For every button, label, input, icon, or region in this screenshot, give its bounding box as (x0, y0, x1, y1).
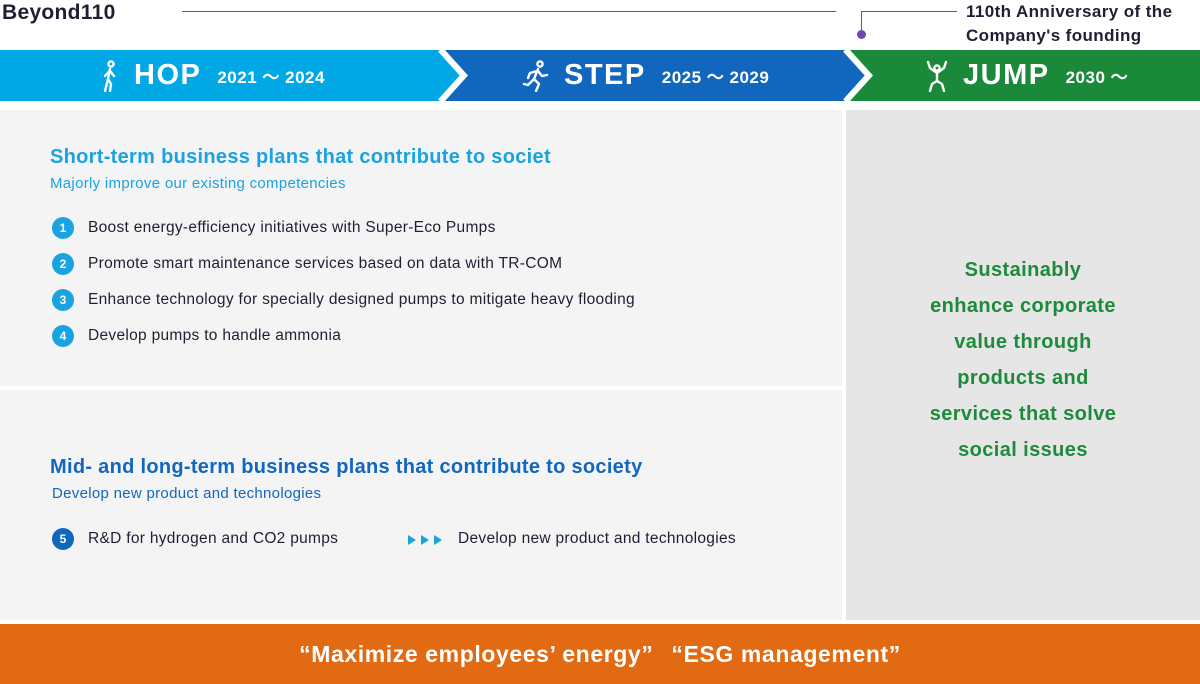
jumping-person-icon (925, 60, 949, 92)
anniversary-label: 110th Anniversary of the Company's found… (966, 0, 1172, 48)
number-badge: 2 (52, 253, 74, 275)
short-term-item-2: 2 Promote smart maintenance services bas… (52, 252, 562, 276)
number-badge: 1 (52, 217, 74, 239)
anniversary-line-1: 110th Anniversary of the (966, 2, 1173, 21)
jump-arrow (850, 50, 1200, 101)
mid-long-term-item-5: 5 R&D for hydrogen and CO2 pumps (52, 527, 338, 551)
step-arrow (445, 50, 868, 101)
walking-person-icon (100, 59, 120, 92)
jump-goal-text: Sustainably enhance corporate value thro… (846, 252, 1200, 468)
number-badge: 3 (52, 289, 74, 311)
short-term-panel (0, 110, 842, 386)
anniversary-marker (857, 30, 866, 39)
jump-goal-line: enhance corporate (930, 295, 1116, 317)
jump-goal-panel (846, 110, 1200, 620)
short-term-item-text: Develop pumps to handle ammonia (88, 327, 342, 344)
anniversary-connector (861, 11, 957, 12)
phase-banner: HOP 2021 ～ 2024 STEP 2025 ～ 2029 JUMP 20… (0, 50, 1200, 101)
short-term-item-text: Promote smart maintenance services based… (88, 255, 563, 272)
mid-long-term-subtitle: Develop new product and technologies (52, 485, 322, 502)
mid-long-term-title: Mid- and long-term business plans that c… (50, 456, 643, 478)
short-term-item-text: Enhance technology for specially designe… (88, 291, 635, 308)
mid-long-term-panel (0, 390, 842, 620)
footer-quote-esg: “ESG management” (671, 640, 901, 667)
phase-name-jump: JUMP (963, 59, 1050, 91)
short-term-item-text: Boost energy-efficiency initiatives with… (88, 219, 496, 236)
footer-banner: “Maximize employees’ energy” “ESG manage… (0, 624, 1200, 684)
jump-goal-line: social issues (958, 439, 1088, 461)
jump-goal-line: services that solve (929, 403, 1117, 425)
phase-years-hop: 2021 ～ 2024 (217, 68, 325, 87)
timeline-line (182, 11, 836, 12)
jump-goal-line: Sustainably (964, 259, 1082, 281)
phase-jump: JUMP 2030 ～ (925, 50, 1128, 101)
phase-years-jump: 2030 ～ (1065, 68, 1129, 87)
short-term-item-4: 4 Develop pumps to handle ammonia (52, 324, 341, 348)
running-person-icon (522, 59, 550, 92)
phase-name-hop: HOP (134, 59, 202, 91)
footer-quote-energy: “Maximize employees’ energy” (299, 640, 654, 667)
phase-years-step: 2025 ～ 2029 (661, 68, 770, 87)
anniversary-line-2: Company's founding (966, 26, 1142, 45)
phase-step: STEP 2025 ～ 2029 (522, 50, 769, 101)
hop-arrow (0, 50, 463, 101)
mid-long-term-item-text: R&D for hydrogen and CO2 pumps (88, 530, 339, 547)
triple-arrow-icon (408, 533, 444, 551)
phase-name-step: STEP (564, 59, 646, 91)
number-badge: 4 (52, 325, 74, 347)
brand-title: Beyond110 (2, 1, 116, 24)
short-term-title: Short-term business plans that contribut… (50, 146, 551, 168)
jump-goal-line: value through (954, 331, 1092, 353)
number-badge: 5 (52, 528, 74, 550)
anniversary-connector-vertical (861, 11, 862, 33)
phase-arrows (0, 50, 1200, 101)
jump-goal-line: products and (957, 367, 1089, 389)
short-term-item-3: 3 Enhance technology for specially desig… (52, 288, 635, 312)
short-term-item-1: 1 Boost energy-efficiency initiatives wi… (52, 216, 496, 240)
mid-long-term-result: Develop new product and technologies (458, 527, 736, 551)
mid-long-term-result-text: Develop new product and technologies (458, 530, 736, 547)
short-term-subtitle: Majorly improve our existing competencie… (50, 175, 346, 192)
phase-hop: HOP 2021 ～ 2024 (100, 50, 325, 101)
